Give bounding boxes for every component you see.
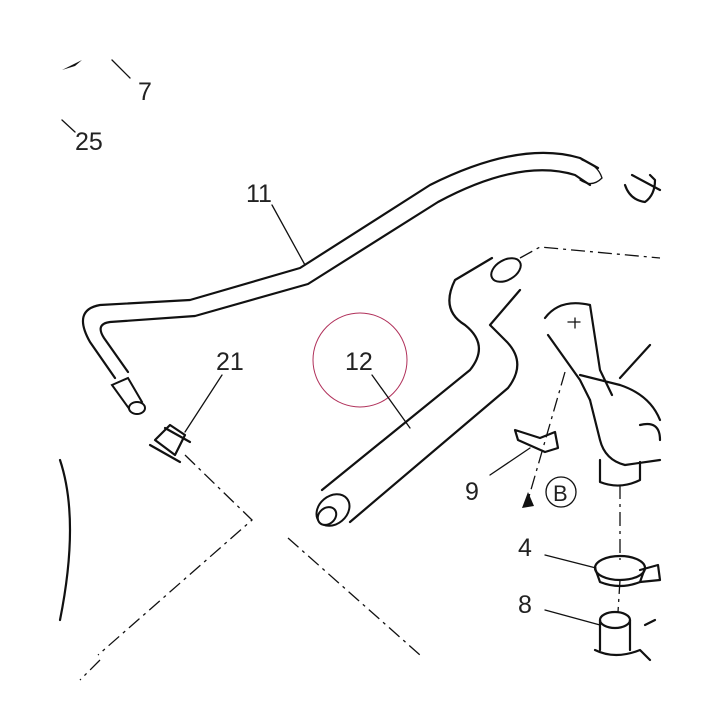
callout-9: 9 xyxy=(465,478,479,506)
arrow-b-icon xyxy=(522,492,534,508)
callout-12: 12 xyxy=(345,348,373,376)
pipe-8 xyxy=(593,610,657,662)
callout-7: 7 xyxy=(138,78,152,106)
callout-8: 8 xyxy=(518,591,532,619)
callout-25: 25 xyxy=(75,128,103,156)
highlight-circle xyxy=(312,312,408,408)
callout-4: 4 xyxy=(518,534,532,562)
arrow-7-icon xyxy=(62,60,82,70)
hose-11 xyxy=(81,151,603,415)
right-assembly xyxy=(543,302,662,487)
callout-11: 11 xyxy=(246,180,272,208)
callout-b-circle xyxy=(545,476,577,508)
hose-12 xyxy=(315,256,522,527)
callout-21: 21 xyxy=(216,348,244,376)
clamp-21 xyxy=(148,423,192,464)
callout-B: B xyxy=(553,481,568,506)
dashed-guides xyxy=(79,246,661,681)
leader-lines xyxy=(61,59,601,626)
clamp-top-right xyxy=(623,173,662,204)
body-outline xyxy=(58,458,72,622)
fitting-9 xyxy=(513,428,560,454)
callout-labels: 7 25 11 21 12 9 B 4 8 xyxy=(75,78,577,619)
clamp-4 xyxy=(593,554,662,588)
